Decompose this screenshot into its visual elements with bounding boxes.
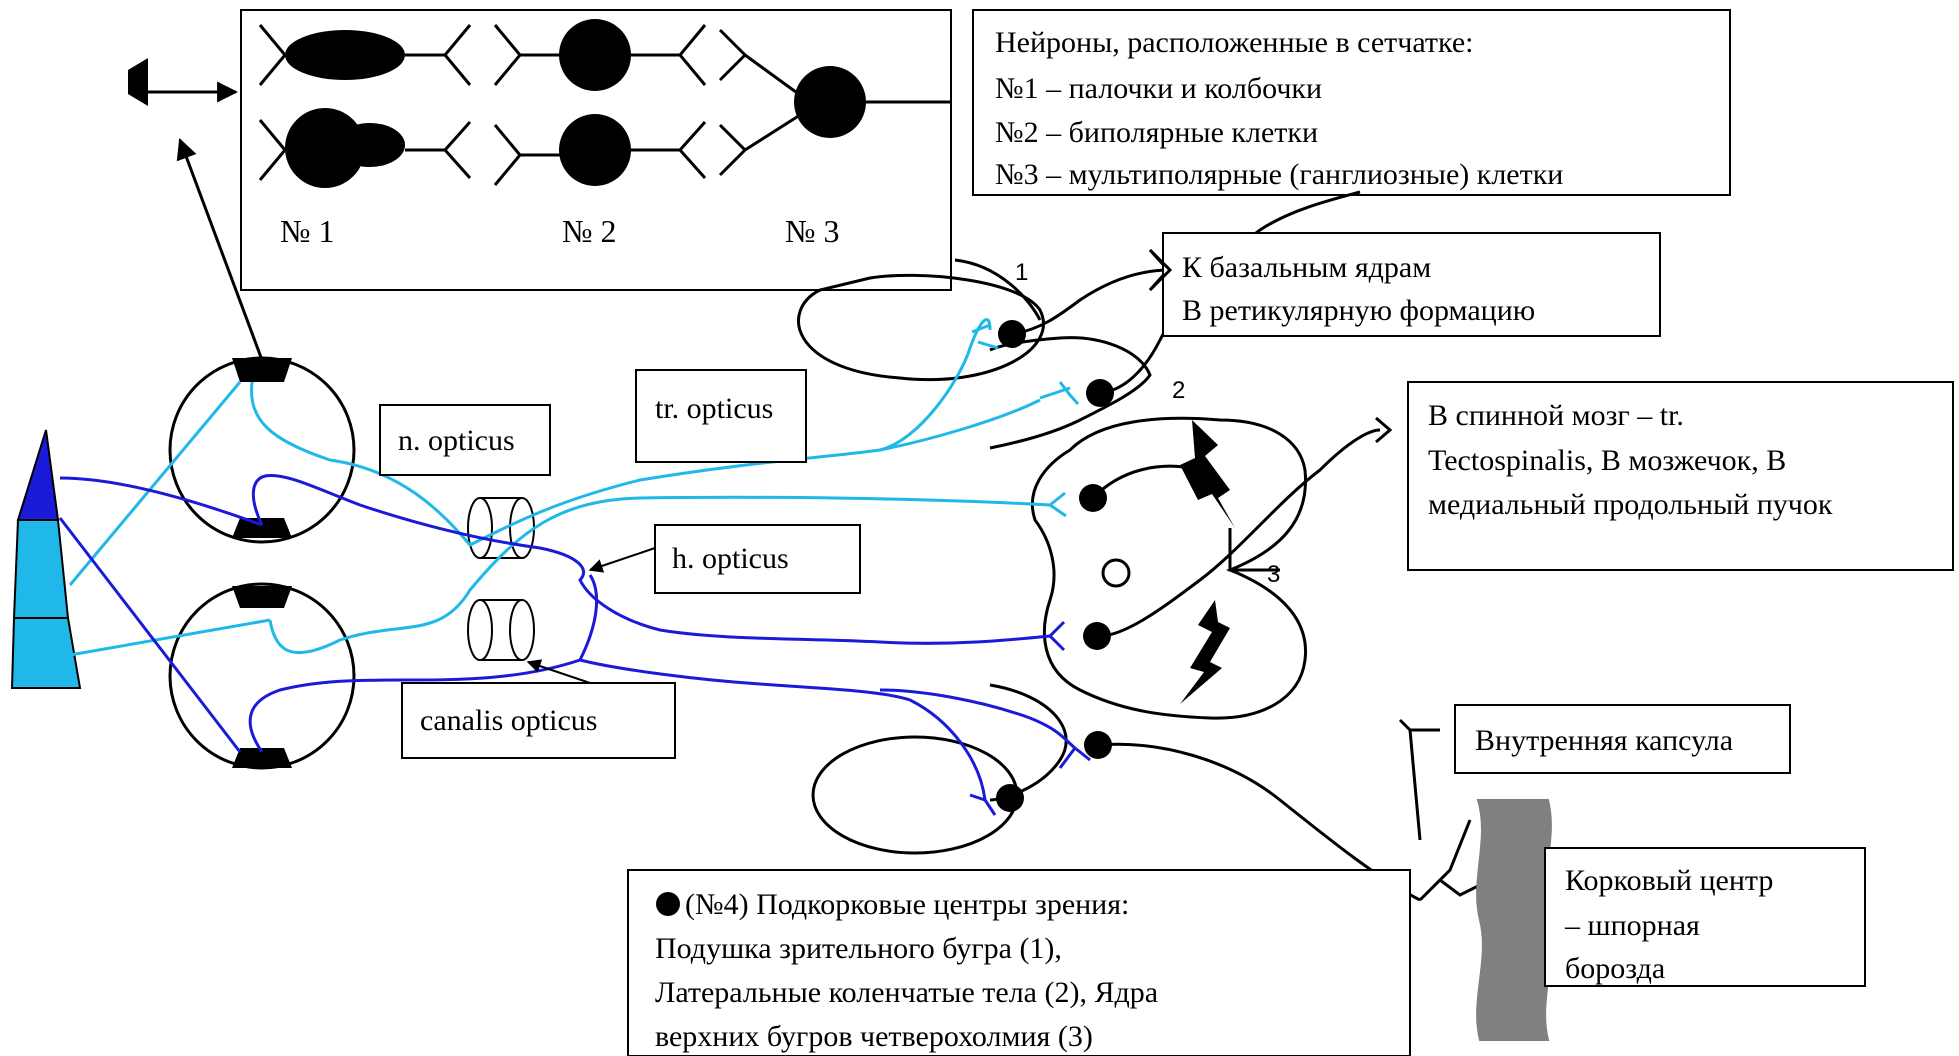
canalis-opticus-label: canalis opticus: [420, 704, 597, 737]
retina-legend: Нейроны, расположенные в сетчатке: №1 – …: [972, 9, 1731, 196]
h-opticus-label: h. opticus: [672, 542, 789, 575]
neuron-1-cone: [258, 108, 472, 188]
retina-legend-title: Нейроны, расположенные в сетчатке:: [995, 26, 1473, 59]
spinal-label-line-1: В спинной мозг – tr.: [1428, 399, 1684, 432]
neuron-2-top: [493, 19, 707, 91]
retina-legend-line-1: №1 – палочки и колбочки: [995, 72, 1322, 105]
retina-neurons-box: № 1 № 2 № 3: [240, 9, 952, 291]
capsule-label-box: Внутренняя капсула: [1454, 704, 1791, 774]
cortex-label-box: Корковый центр – шпорная борозда: [1544, 847, 1866, 987]
basal-label-box: К базальным ядрам В ретикулярную формаци…: [1148, 232, 1661, 337]
n-opticus-label: n. opticus: [398, 424, 515, 457]
canalis-opticus-label-box: canalis opticus: [401, 659, 676, 759]
right-eye: [168, 582, 356, 770]
legend-dot-icon: [656, 892, 680, 916]
output-fibers: [1011, 190, 1501, 902]
tr-opticus-label: tr. opticus: [655, 392, 773, 425]
neuron-label-3: № 3: [785, 213, 840, 249]
neuron-1-rod: [258, 24, 472, 86]
visual-object-triangle: [10, 429, 82, 689]
cortex-visual-strip: [1476, 799, 1552, 1041]
center-number-1: 1: [1015, 259, 1028, 286]
tr-opticus-label-box: tr. opticus: [635, 369, 807, 463]
spinal-label-line-2: Tectospinalis, В мозжечок, В: [1428, 444, 1786, 477]
basal-label-line-1: К базальным ядрам: [1182, 251, 1431, 284]
subcortical-legend-line-1: (№4) Подкорковые центры зрения:: [685, 888, 1129, 921]
n-opticus-label-box: n. opticus: [379, 404, 551, 476]
capsule-label: Внутренняя капсула: [1475, 724, 1733, 757]
basal-label-line-2: В ретикулярную формацию: [1182, 294, 1535, 327]
light-blue-pathway: [68, 318, 1080, 657]
h-opticus-label-box: h. opticus: [588, 524, 861, 594]
superior-colliculi: [1030, 416, 1308, 720]
retina-legend-line-2: №2 – биполярные клетки: [995, 116, 1318, 149]
spinal-label-box: В спинной мозг – tr. Tectospinalis, В мо…: [1407, 381, 1954, 571]
cortex-label-line-2: – шпорная: [1564, 909, 1700, 942]
left-eye: [168, 356, 356, 544]
neuron-label-2: № 2: [562, 213, 617, 249]
neuron-label-1: № 1: [280, 213, 335, 249]
subcortical-legend-line-4: верхних бугров четверохолмия (3): [655, 1020, 1093, 1053]
subcortical-legend-line-2: Подушка зрительного бугра (1),: [655, 932, 1062, 965]
neuron-2-bottom: [493, 114, 707, 186]
optic-canal-cylinders: [467, 497, 535, 661]
dark-blue-pathway: [58, 473, 1091, 816]
center-number-3: 3: [1267, 561, 1280, 588]
eye-photoreceptor-icon: [128, 58, 264, 361]
cortex-label-line-1: Корковый центр: [1565, 864, 1773, 897]
cortex-label-line-3: борозда: [1565, 952, 1665, 985]
spinal-label-line-3: медиальный продольный пучок: [1428, 488, 1833, 521]
lateral-geniculate-upper: [989, 336, 1152, 450]
center-number-2: 2: [1172, 377, 1185, 404]
retina-legend-line-3: №3 – мультиполярные (ганглиозные) клетки: [995, 158, 1563, 191]
pulvinar-upper: [797, 258, 1045, 382]
neuron-3: [718, 28, 950, 177]
subcortical-centers-legend: (№4) Подкорковые центры зрения: Подушка …: [627, 869, 1411, 1056]
subcortical-legend-line-3: Латеральные коленчатые тела (2), Ядра: [655, 976, 1158, 1009]
lower-structures: [811, 683, 1068, 855]
